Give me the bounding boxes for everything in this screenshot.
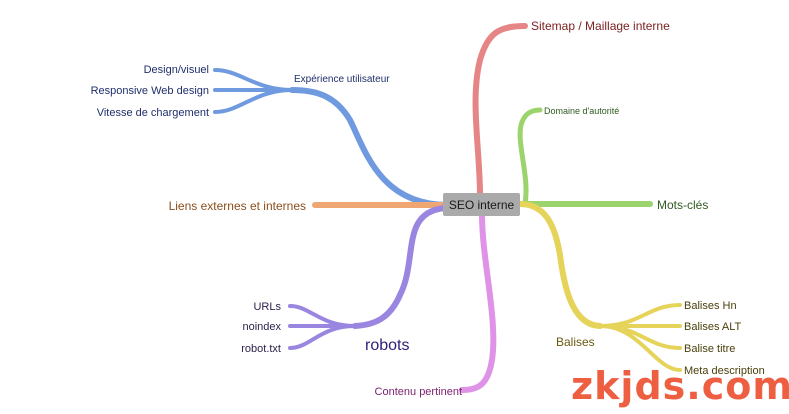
branch-label-sitemap[interactable]: Sitemap / Maillage interne: [531, 19, 670, 33]
leaf-ux-speed[interactable]: Vitesse de chargement: [97, 107, 209, 119]
connector-sitemap: [472, 23, 528, 198]
connector-tags-meta: [598, 324, 682, 372]
connector-ux-speed: [213, 88, 294, 114]
branch-label-robots[interactable]: robots: [365, 337, 409, 354]
branch-tags: [517, 201, 682, 372]
leaf-tags-hn[interactable]: Balises Hn: [684, 300, 737, 312]
leaf-ux-design[interactable]: Design/visuel: [144, 64, 209, 76]
branch-label-keywords[interactable]: Mots-clés: [657, 198, 708, 212]
branch-label-ux[interactable]: Expérience utilisateur: [294, 74, 390, 85]
central-node-box: [443, 193, 520, 216]
leaf-ux-responsive[interactable]: Responsive Web design: [91, 85, 209, 97]
connector-tags: [517, 201, 603, 329]
branch-label-tags[interactable]: Balises: [556, 335, 595, 349]
branch-label-content[interactable]: Contenu pertinent: [375, 386, 462, 398]
connector-tags-hn: [598, 303, 682, 328]
watermark-text: zkjds.com: [571, 364, 789, 408]
leaf-robots-robottxt[interactable]: robot.txt: [241, 343, 281, 355]
branch-ux: [213, 68, 451, 208]
branch-label-links[interactable]: Liens externes et internes: [169, 199, 306, 213]
watermark: zkjds.com: [571, 358, 789, 414]
branch-label-authority[interactable]: Domaine d'autorité: [544, 106, 619, 116]
connector-robots-robottxt: [288, 324, 357, 350]
connector-ux-design: [213, 68, 294, 92]
connector-robots-urls: [288, 304, 357, 328]
connector-content: [459, 212, 497, 393]
connector-robots: [352, 205, 448, 329]
connector-authority: [517, 107, 543, 207]
leaf-tags-meta[interactable]: Meta description: [684, 365, 765, 377]
connector-ux: [289, 87, 451, 208]
leaf-tags-alt[interactable]: Balises ALT: [684, 321, 742, 333]
leaf-tags-title[interactable]: Balise titre: [684, 343, 735, 355]
leaf-robots-urls[interactable]: URLs: [253, 301, 281, 313]
central-node[interactable]: SEO interne: [443, 193, 520, 216]
branch-robots: [288, 205, 448, 350]
central-node-label: SEO interne: [449, 198, 515, 212]
leaf-robots-noindex[interactable]: noindex: [242, 321, 281, 333]
